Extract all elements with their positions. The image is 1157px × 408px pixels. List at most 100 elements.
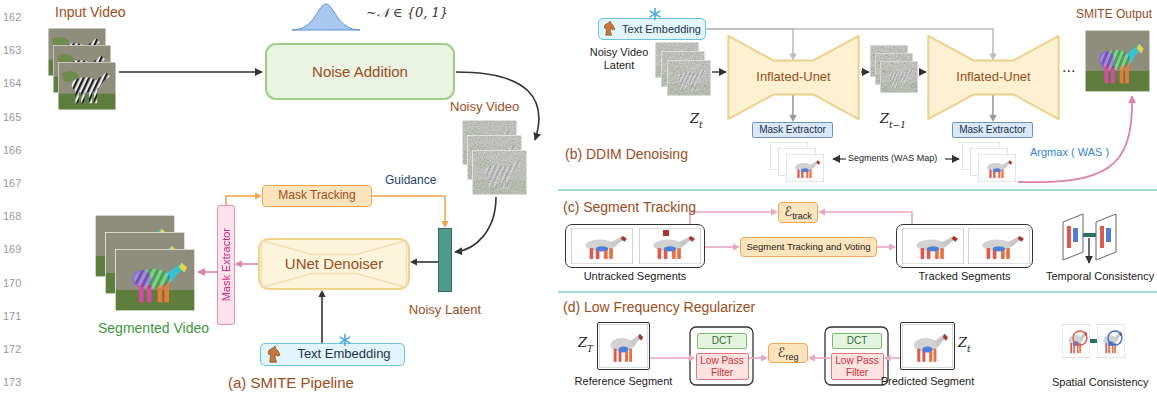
- segment-frame: Untracked Segments: [565, 224, 705, 268]
- latent-subscript: t: [967, 344, 971, 354]
- flow-arrow: [455, 197, 496, 252]
- dct-box: DCT: [832, 333, 882, 349]
- connector-line: [416, 261, 438, 263]
- input-video: [58, 62, 116, 110]
- box-text: Text Embedding: [297, 347, 390, 362]
- line-number: 167: [3, 177, 21, 190]
- arrowhead: [789, 115, 796, 122]
- spatial-icon: [1090, 339, 1097, 343]
- segment-frames: [571, 228, 1030, 368]
- connector-line: [792, 95, 794, 117]
- process-box: Segment Tracking and Voting: [740, 237, 877, 257]
- box-text: ℰ: [784, 205, 792, 220]
- temporal-icon: [1063, 214, 1083, 260]
- latent-subscript: T: [587, 344, 593, 354]
- argmax-label: Argmax ( WAS ): [1030, 146, 1109, 159]
- connector: [989, 95, 996, 123]
- arrowhead: [410, 258, 417, 265]
- connector: [789, 95, 796, 123]
- segment-frames: [902, 228, 964, 264]
- box-text: Untracked Segments: [584, 270, 687, 283]
- panel-title: (a) SMITE Pipeline: [228, 374, 354, 391]
- line-number: 168: [3, 210, 21, 223]
- temporal-icon: [1096, 214, 1116, 260]
- frozen-icon: [340, 334, 350, 345]
- temporal-icon: [1067, 226, 1071, 248]
- box-text: Mask Extractor: [220, 228, 233, 301]
- media-caption: Noisy Video Latent: [585, 46, 653, 71]
- group-outline: [825, 327, 888, 385]
- latent-symbol: Z: [578, 336, 587, 351]
- extractor-bar: Mask Extractor: [217, 205, 235, 325]
- latent-subscript: t: [699, 120, 703, 130]
- connector-line: [890, 357, 901, 359]
- unet-shape-box: Inflated-Unet: [927, 35, 1060, 120]
- panel-title: (c) Segment Tracking: [563, 199, 696, 215]
- connector: [877, 243, 896, 250]
- unet-box: UNet Denoiser: [258, 238, 410, 290]
- spatial-icon: [1108, 331, 1122, 345]
- arrowhead: [884, 354, 891, 361]
- flow-arrow: [919, 71, 926, 72]
- media-caption: Input Video: [55, 4, 126, 20]
- line-number: 170: [3, 277, 21, 290]
- filter-box: Low Pass Filter: [696, 353, 749, 380]
- arrowhead: [235, 260, 242, 267]
- connector-line: [705, 246, 734, 248]
- box-text: Segment Tracking and Voting: [746, 242, 870, 253]
- latent-symbol: Z: [880, 112, 889, 127]
- noisy-video: [472, 150, 527, 195]
- segmented-video: [115, 249, 195, 311]
- arrowhead: [733, 243, 740, 250]
- box-text: Inflated-Unet: [756, 70, 830, 85]
- segmented-video: [95, 215, 195, 311]
- segment-frames: [639, 228, 701, 264]
- arrowhead: [761, 354, 768, 361]
- section-divider: [558, 291, 1157, 293]
- horse-icon: [604, 21, 615, 35]
- latent-symbol: Z: [958, 336, 967, 351]
- connector-line: [992, 95, 994, 117]
- connector: [372, 196, 449, 228]
- box-text: ℰ: [778, 346, 786, 361]
- arrowhead: [255, 192, 262, 199]
- flow-arrow: [198, 271, 217, 273]
- flow-arrow: [861, 71, 869, 72]
- line-number: 173: [3, 376, 21, 389]
- spatial-icon: [1073, 331, 1087, 345]
- noisy-video: [462, 120, 527, 195]
- spatial-icon: [1097, 324, 1125, 358]
- segment-frames: [902, 324, 953, 368]
- box-text: Mask Extractor: [959, 124, 1026, 136]
- segment-frames: [663, 230, 669, 236]
- arrowhead: [789, 54, 796, 61]
- box-text: Inflated-Unet: [956, 70, 1030, 85]
- spatial-icon: [1062, 324, 1090, 358]
- horse-icon: [268, 346, 280, 362]
- temporal-icon: [1073, 228, 1078, 242]
- arrowhead: [318, 290, 325, 297]
- connector-line: [241, 263, 258, 265]
- segment-maps: [978, 154, 1016, 182]
- map-label: Segments (WAS Map): [848, 153, 937, 163]
- connector-line: [372, 196, 445, 222]
- connector: [705, 243, 740, 250]
- segment-frame: Predicted Segment: [900, 322, 955, 370]
- connector-line: [650, 357, 690, 359]
- connector: [226, 192, 262, 205]
- input-video: [48, 28, 116, 110]
- embedding-box: Text Embedding: [598, 18, 707, 40]
- temporal-icon: [1106, 228, 1111, 242]
- connector-line: [690, 212, 772, 224]
- temporal-icon: [1100, 226, 1104, 248]
- segment-maps: [770, 142, 1016, 182]
- latent-symbol: Z: [690, 112, 699, 127]
- double-arrow: [833, 158, 846, 159]
- media-caption: Noisy Video: [450, 100, 519, 115]
- panel-title: (d) Low Frequency Regularizer: [563, 299, 755, 315]
- guidance-label: Guidance: [385, 174, 436, 188]
- box-text: reg: [785, 352, 798, 362]
- arrowhead: [808, 354, 815, 361]
- temporal-icon: [1063, 214, 1116, 263]
